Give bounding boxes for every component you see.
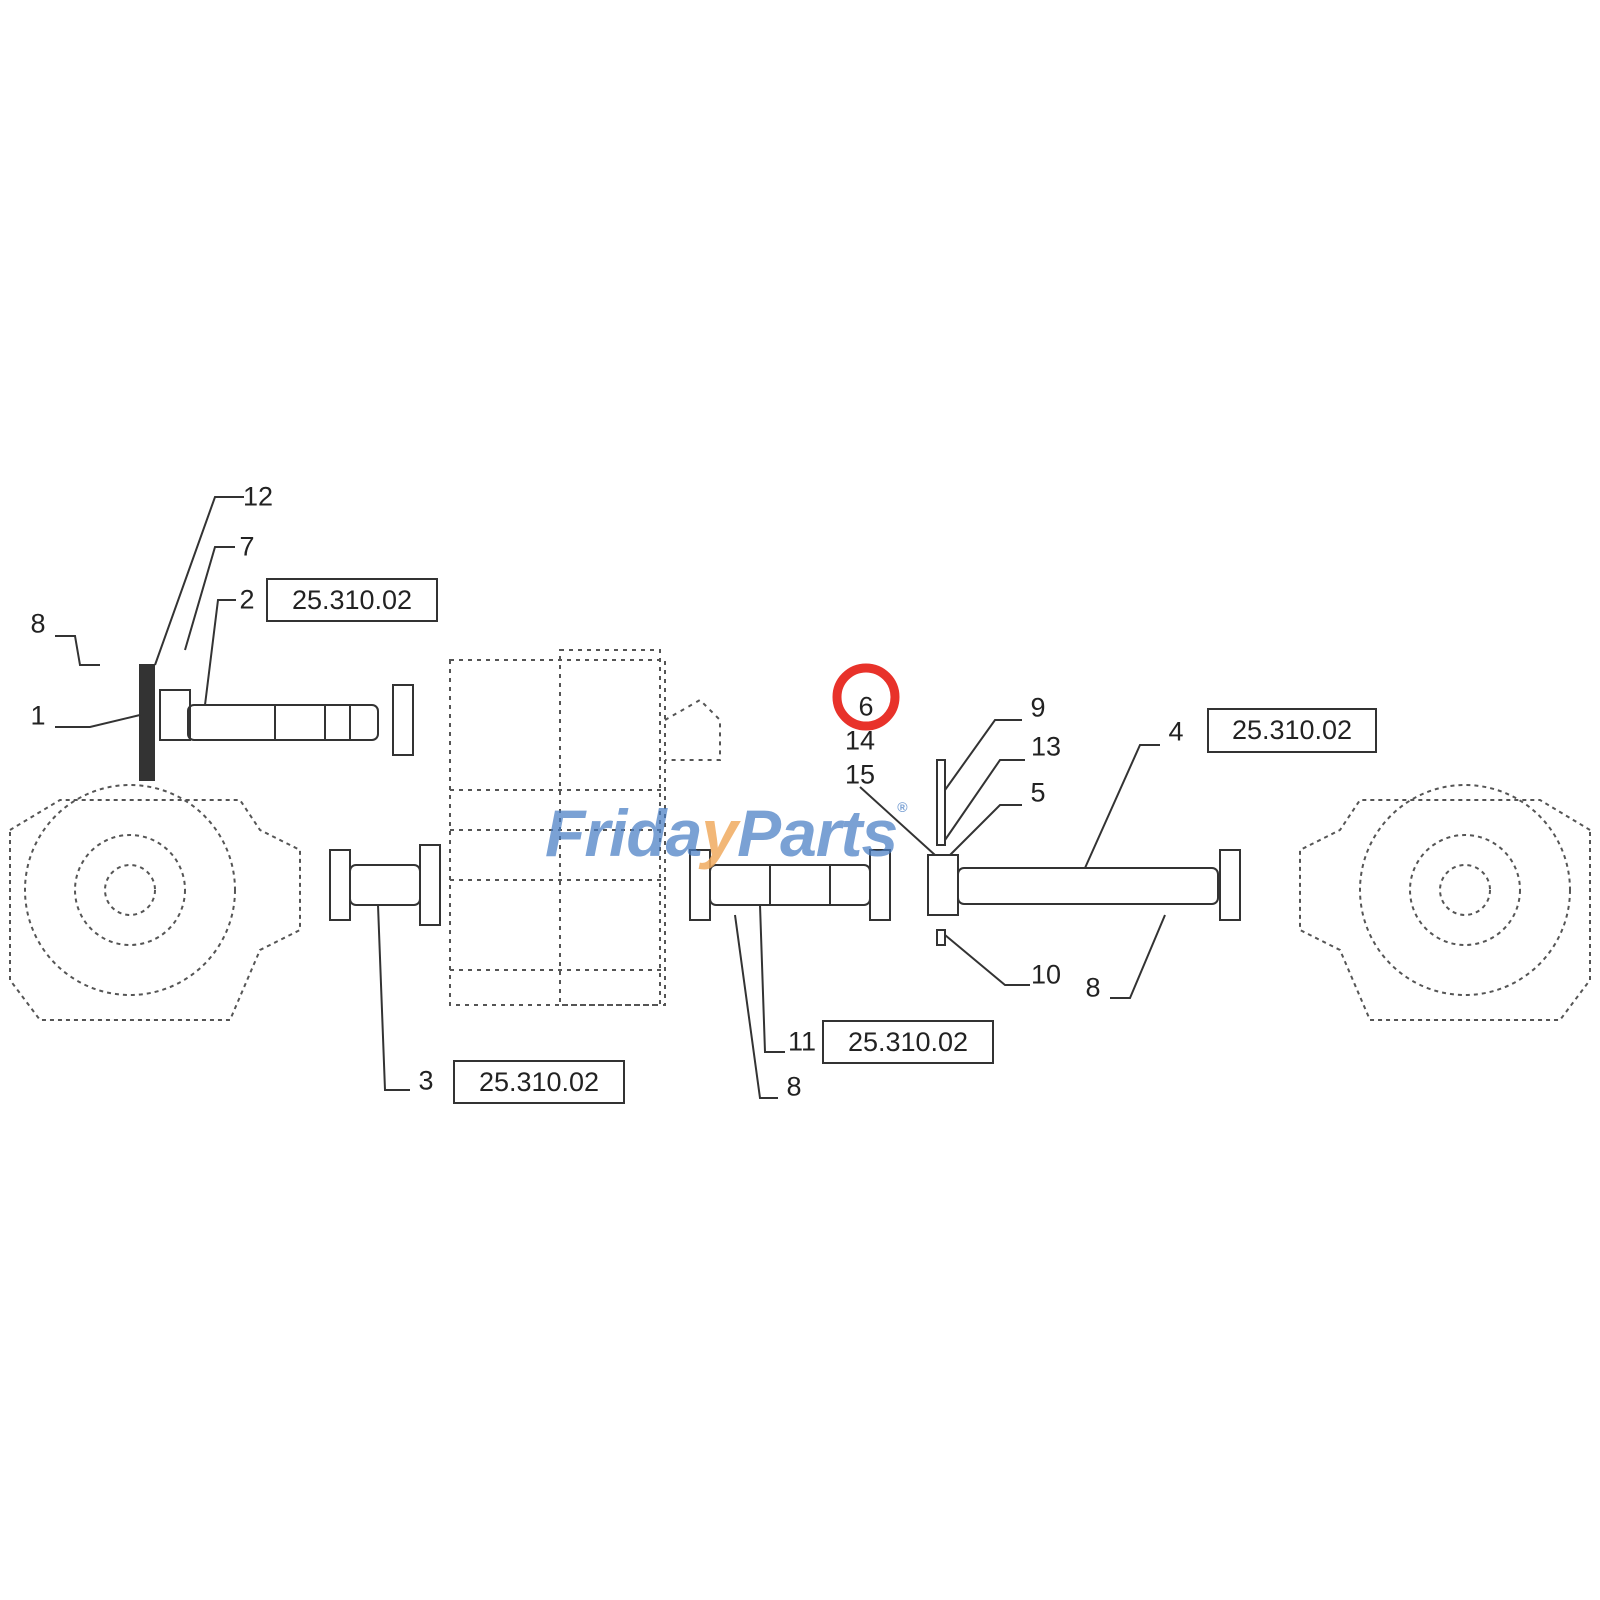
driveshaft-4 — [957, 849, 1241, 921]
callout-14: 14 — [844, 725, 876, 756]
callout-2: 2 — [239, 584, 255, 615]
callout-1: 1 — [30, 700, 46, 731]
reference-box[interactable]: 25.310.02 — [1207, 708, 1377, 753]
callout-4: 4 — [1168, 716, 1184, 747]
callout-11: 11 — [787, 1026, 817, 1057]
driveshaft-2 — [139, 664, 414, 781]
fridayparts-watermark: FridayParts® — [545, 799, 908, 866]
leader-lines — [55, 496, 1166, 1099]
watermark-text: Parts — [737, 796, 898, 870]
highlight-circle — [832, 663, 900, 731]
watermark-check: y — [701, 796, 738, 870]
callout-8: 8 — [30, 608, 46, 639]
reference-box[interactable]: 25.310.02 — [266, 578, 438, 622]
callout-12: 12 — [242, 481, 274, 512]
callout-15: 15 — [844, 759, 876, 790]
registered-mark: ® — [897, 799, 907, 815]
callout-9: 9 — [1030, 692, 1046, 723]
callout-7: 7 — [239, 531, 255, 562]
callout-3: 3 — [418, 1065, 434, 1096]
driveshaft-3 — [329, 844, 441, 926]
callout-8: 8 — [1085, 972, 1101, 1003]
watermark-text: Frida — [545, 796, 702, 870]
reference-box[interactable]: 25.310.02 — [822, 1020, 994, 1064]
callout-6: 6 — [858, 691, 874, 722]
callout-13: 13 — [1030, 731, 1062, 762]
left-axle — [9, 784, 301, 1021]
transmission-housing — [449, 649, 721, 1006]
callout-10: 10 — [1030, 959, 1062, 990]
right-axle — [1299, 784, 1591, 1021]
callout-8: 8 — [786, 1071, 802, 1102]
driveshaft-11 — [689, 849, 891, 921]
callout-5: 5 — [1030, 777, 1046, 808]
reference-box[interactable]: 25.310.02 — [453, 1060, 625, 1104]
